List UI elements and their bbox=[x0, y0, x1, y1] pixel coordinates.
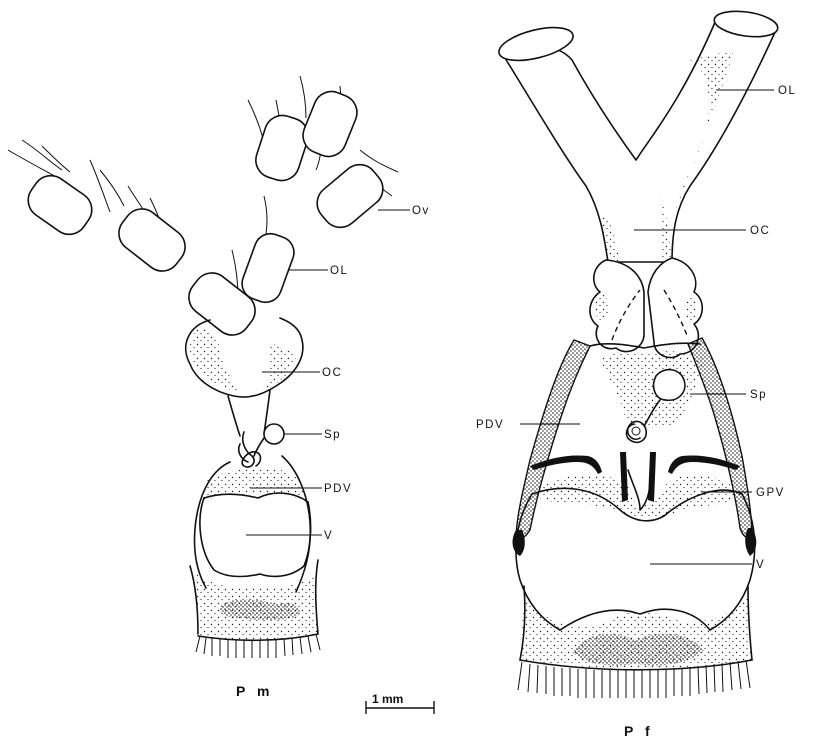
label-pdv-right: PDV bbox=[476, 419, 504, 431]
label-gpv-right: GPV bbox=[756, 487, 785, 499]
left-oviduct-body bbox=[186, 318, 303, 467]
right-vagina bbox=[516, 474, 755, 698]
label-ol-left: OL bbox=[330, 265, 348, 277]
label-oc-right: OC bbox=[750, 225, 770, 237]
label-ol-right: OL bbox=[778, 85, 796, 97]
caption-left: P m bbox=[236, 683, 273, 699]
caption-right: P f bbox=[624, 723, 654, 739]
left-specimen: Ov OL OC Sp PDV V P m bbox=[8, 76, 430, 699]
left-vagina bbox=[190, 456, 320, 658]
label-v-left: V bbox=[324, 530, 333, 542]
scale-bar-label: 1 mm bbox=[372, 692, 403, 706]
label-pdv-left: PDV bbox=[324, 483, 352, 495]
right-oviducts bbox=[496, 8, 780, 262]
label-oc-left: OC bbox=[322, 367, 342, 379]
label-v-right: V bbox=[756, 559, 765, 571]
left-ovarioles bbox=[21, 86, 390, 342]
scale-bar: 1 mm bbox=[366, 692, 434, 714]
label-ov-left: Ov bbox=[412, 205, 430, 217]
label-sp-right: Sp bbox=[750, 389, 767, 401]
right-specimen: OL OC Sp PDV GPV V P f bbox=[476, 8, 796, 739]
label-sp-left: Sp bbox=[324, 429, 341, 441]
